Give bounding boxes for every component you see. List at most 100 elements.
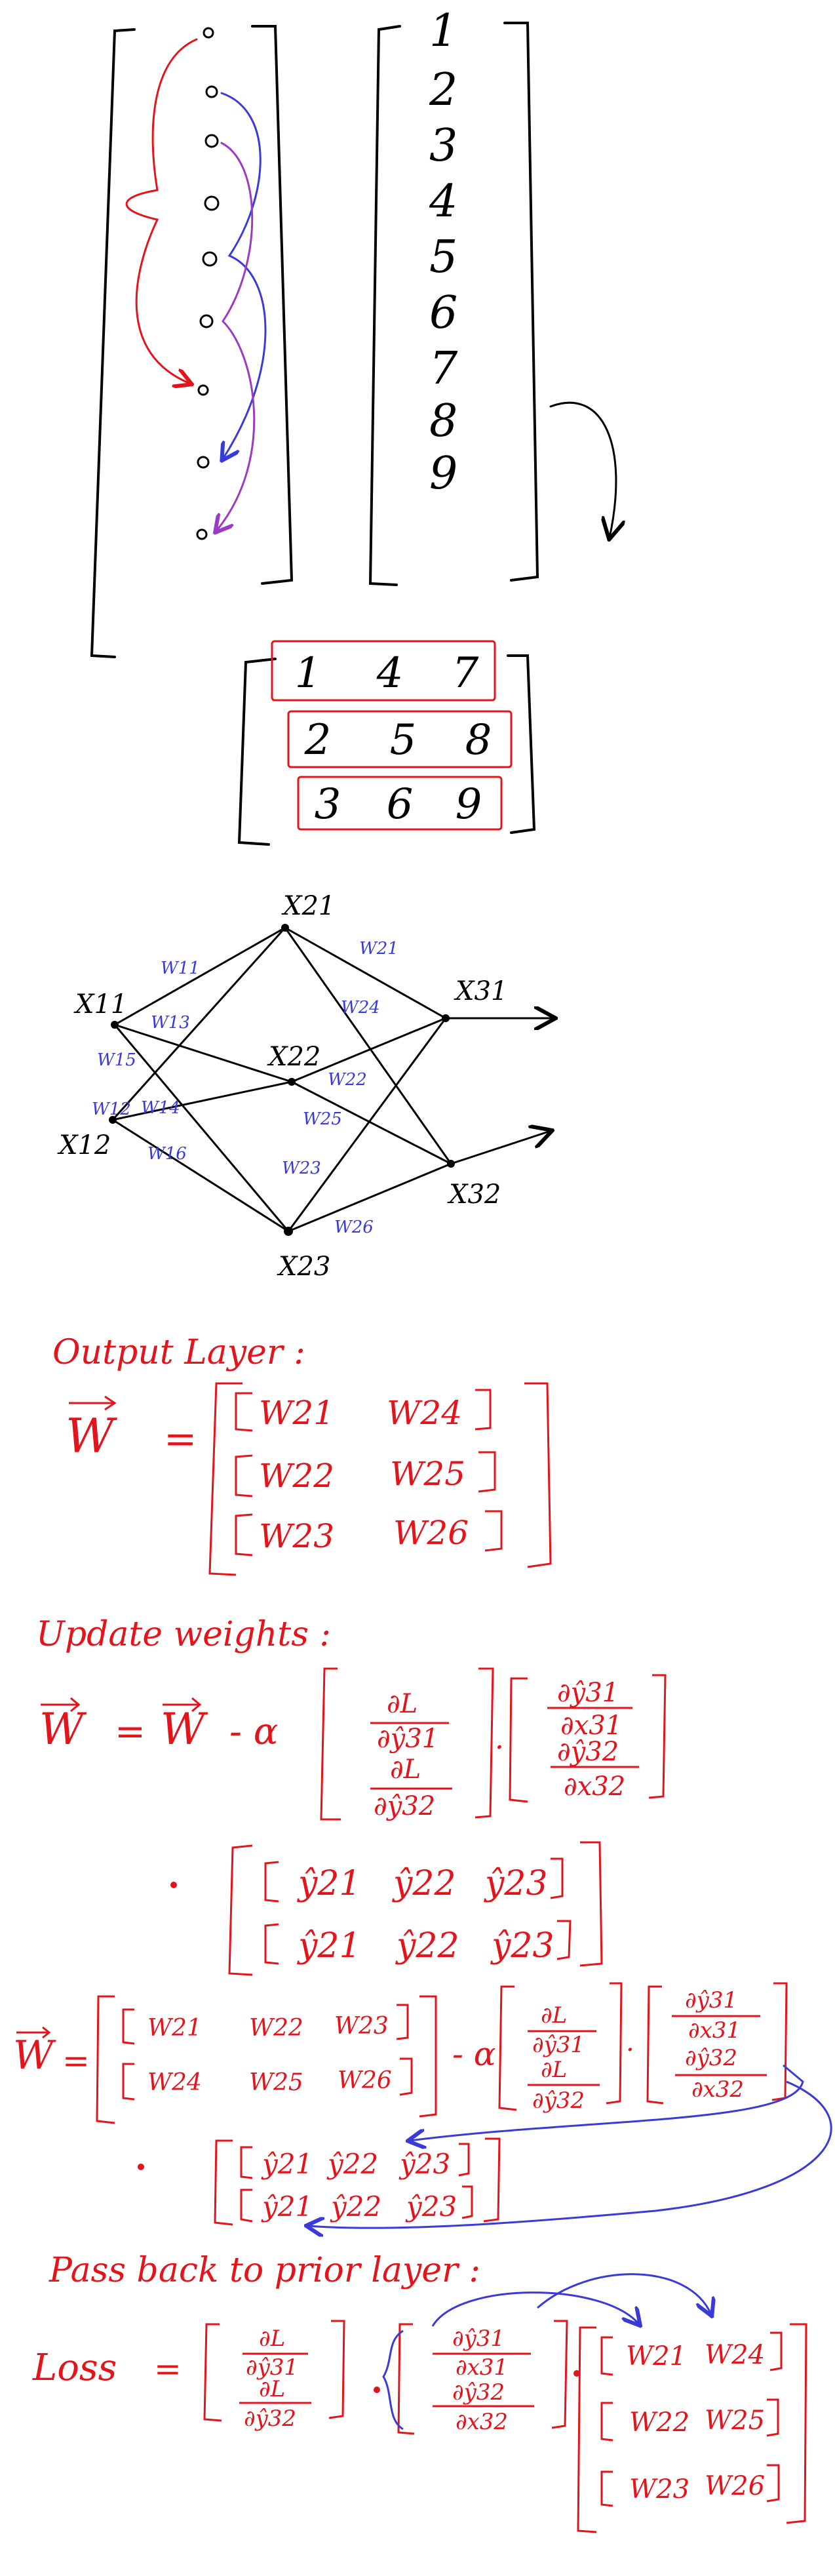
matrix-cell: W24 bbox=[387, 1394, 462, 1432]
matrix-cell: W22 bbox=[259, 1457, 334, 1495]
output-layer-heading: Output Layer : bbox=[52, 1333, 305, 1372]
partial-y32: ∂ŷ32 bbox=[374, 1791, 435, 1821]
row-bracket bbox=[461, 2185, 473, 2219]
yhat-bracket-close bbox=[579, 1841, 603, 1967]
partial-L: ∂L bbox=[387, 1689, 418, 1719]
weight-labels: W11 W13 W15 W12 W14 W16 W21 W24 W22 W25 … bbox=[92, 939, 398, 1237]
partial-y31: ∂ŷ31 bbox=[377, 1724, 438, 1754]
row-bracket bbox=[484, 1510, 503, 1552]
row-bracket bbox=[235, 1513, 253, 1556]
blue-arrow bbox=[308, 2080, 832, 2228]
weights-bracket-open bbox=[577, 2326, 597, 2533]
vector-entry: 2 bbox=[429, 64, 457, 116]
yhat-cell: ŷ23 bbox=[490, 1926, 554, 1966]
weight-cell: W22 bbox=[629, 2408, 689, 2438]
node-label: X12 bbox=[57, 1130, 111, 1160]
row-bracket bbox=[600, 2336, 613, 2376]
row-bracket bbox=[556, 1920, 572, 1960]
vector-bracket-close bbox=[503, 22, 539, 582]
minus-alpha: - α bbox=[452, 2035, 496, 2073]
weight-cell: W24 bbox=[147, 2069, 202, 2096]
deriv-bracket-close bbox=[551, 2320, 568, 2429]
row-bracket bbox=[766, 2398, 779, 2437]
row-bracket bbox=[478, 1451, 496, 1493]
matrix-cell: 8 bbox=[465, 716, 492, 764]
left-bracket-open bbox=[90, 28, 136, 658]
update-weights-section: Update weights : W = W - α · ∂L ∂ŷ31 bbox=[36, 1615, 667, 1976]
grad-bracket-close bbox=[606, 1982, 623, 2105]
blue-arrow bbox=[431, 2291, 639, 2326]
matrix-bracket-close bbox=[507, 654, 536, 834]
outer-bracket-open bbox=[208, 1382, 243, 1576]
outer-bracket-close bbox=[524, 1382, 552, 1568]
vector-arrow-overline bbox=[163, 1697, 202, 1713]
weight-label: W22 bbox=[328, 1070, 367, 1090]
yhat-bracket-close bbox=[483, 2137, 501, 2223]
grad-bracket-open bbox=[203, 2323, 222, 2422]
partial-y31: ∂ŷ31 bbox=[532, 2032, 585, 2058]
yhat-cell: ŷ22 bbox=[392, 1864, 456, 1903]
yhat-bracket-open bbox=[214, 2139, 233, 2226]
row-bracket bbox=[235, 1392, 253, 1432]
weight-label: W21 bbox=[359, 939, 398, 959]
grad-bracket-close bbox=[475, 1667, 494, 1819]
row-bracket bbox=[264, 1861, 279, 1903]
blue-arrow bbox=[537, 2273, 711, 2314]
row-box bbox=[297, 776, 503, 831]
vector-arrow-overline bbox=[16, 2026, 51, 2039]
reshape-arrow bbox=[549, 401, 616, 538]
node-label: X21 bbox=[281, 891, 335, 921]
row-bracket bbox=[550, 1857, 564, 1899]
partial-y31: ∂ŷ31 bbox=[452, 2326, 505, 2352]
weight-label: W14 bbox=[141, 1098, 180, 1118]
weight-cell: W21 bbox=[147, 2015, 202, 2042]
weight-vector-symbol: W bbox=[161, 1704, 208, 1754]
weight-label: W12 bbox=[92, 1100, 131, 1119]
blue-arrow bbox=[410, 2064, 804, 2141]
update-weights-heading: Update weights : bbox=[36, 1615, 331, 1654]
vector-entry: 3 bbox=[429, 120, 457, 172]
matrix-cell: W21 bbox=[259, 1394, 334, 1432]
row-bracket bbox=[600, 2402, 613, 2442]
node-x12 bbox=[109, 1116, 117, 1124]
matrix-cell: 5 bbox=[390, 716, 417, 764]
node-x23 bbox=[284, 1227, 293, 1236]
weight-cell: W21 bbox=[626, 2341, 686, 2371]
loss-label: Loss bbox=[32, 2347, 117, 2389]
partial-y31: ∂ŷ31 bbox=[685, 1987, 737, 2013]
weight-cell: W23 bbox=[334, 2013, 389, 2040]
row-bracket bbox=[399, 2057, 413, 2096]
partial-y31: ∂ŷ31 bbox=[557, 1678, 619, 1708]
row-bracket bbox=[122, 2063, 135, 2101]
partial-x31: ∂x31 bbox=[688, 2017, 741, 2044]
matrix-cell: W23 bbox=[259, 1517, 334, 1555]
matrix-cell: 7 bbox=[452, 649, 479, 698]
yhat-cell: ŷ21 bbox=[261, 2148, 313, 2180]
node-x11 bbox=[111, 1021, 119, 1029]
dot-operator: · bbox=[495, 1731, 504, 1764]
weight-vector-symbol: W bbox=[13, 2032, 56, 2078]
row-bracket bbox=[769, 2331, 783, 2371]
weight-label: W16 bbox=[147, 1144, 187, 1164]
deriv-bracket-open bbox=[646, 1985, 664, 2105]
yhat-cell: ŷ23 bbox=[405, 2190, 457, 2223]
equals-sign: = bbox=[164, 1416, 197, 1462]
dot-operator bbox=[573, 2370, 580, 2377]
partial-x31: ∂x31 bbox=[456, 2354, 508, 2381]
partial-x32: ∂x32 bbox=[456, 2409, 508, 2435]
pass-back-heading: Pass back to prior layer : bbox=[49, 2251, 480, 2290]
equals-sign: = bbox=[154, 2350, 182, 2388]
deriv-bracket-open bbox=[509, 1677, 528, 1803]
matrix-entries: 1 4 7 2 5 8 3 6 9 bbox=[295, 649, 492, 829]
node-label: X23 bbox=[277, 1252, 330, 1282]
row-bracket bbox=[240, 2189, 253, 2223]
partial-x31: ∂x31 bbox=[560, 1711, 622, 1741]
row-bracket bbox=[766, 2464, 780, 2503]
weight-label: W15 bbox=[97, 1050, 136, 1070]
partial-L: ∂L bbox=[259, 2326, 285, 2352]
deriv-bracket-close bbox=[771, 1982, 788, 2101]
blue-arrow bbox=[222, 92, 267, 459]
number-vector bbox=[368, 22, 616, 586]
row-bracket bbox=[396, 2004, 409, 2040]
